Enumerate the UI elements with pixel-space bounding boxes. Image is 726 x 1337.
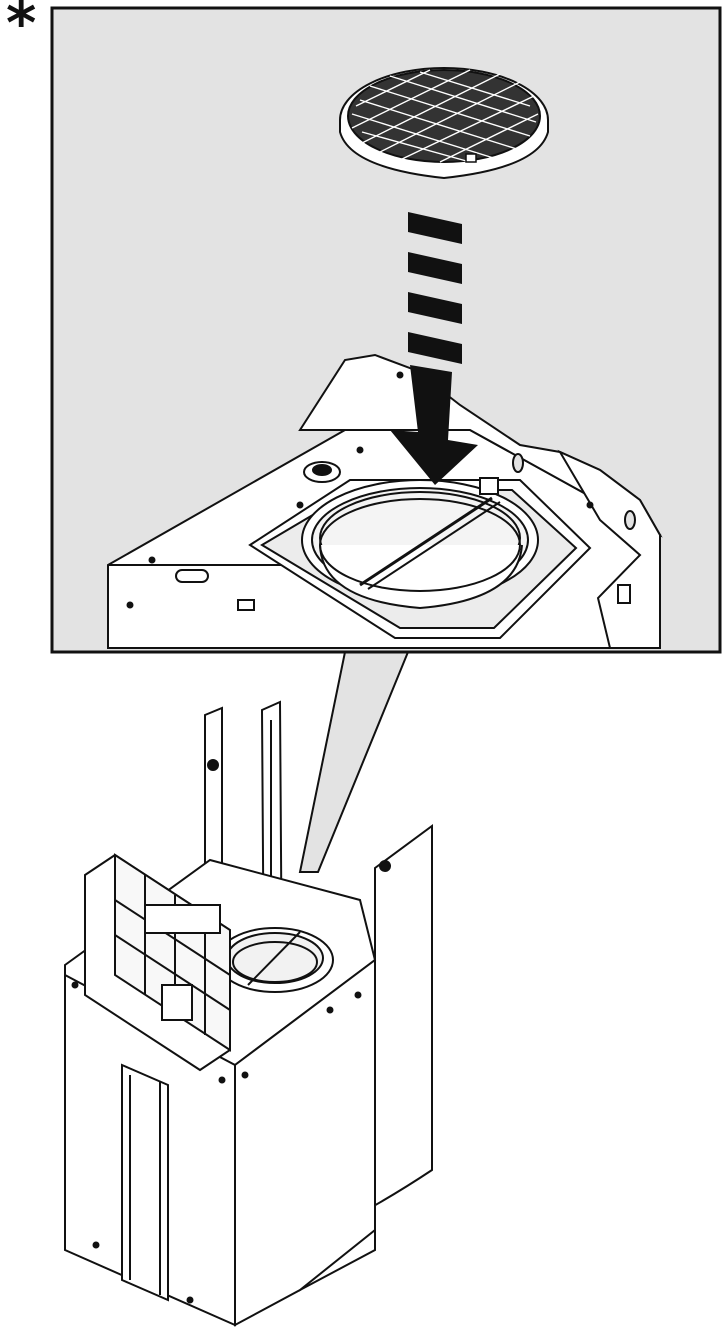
duct-ring-icon <box>248 477 592 639</box>
callout-wedge <box>298 651 410 873</box>
detail-inset <box>50 6 722 654</box>
arrow-dash-stripes <box>408 212 462 364</box>
round-mesh-filter-icon <box>339 67 549 180</box>
note-asterisk: * <box>6 0 37 57</box>
down-arrow-icon <box>390 365 478 485</box>
cabinet-unit-icon <box>64 700 433 1327</box>
